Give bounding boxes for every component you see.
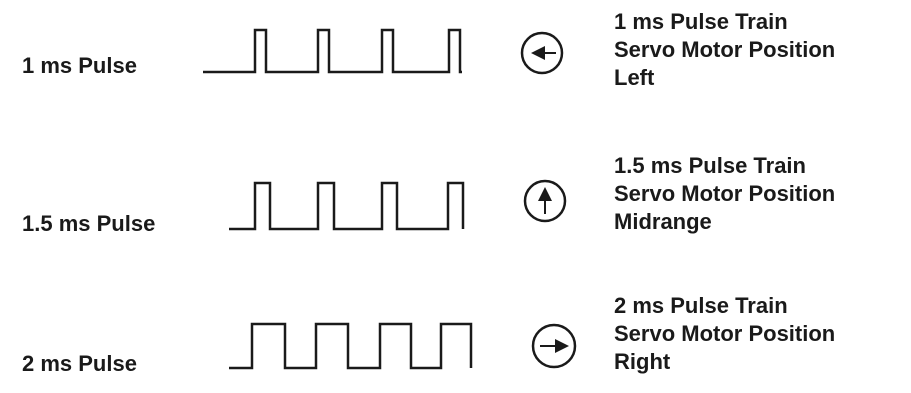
- caption-line-1: 1.5 ms Pulse Train: [614, 153, 806, 178]
- row-2ms: 2 ms Pulse 2 ms Pulse Train Servo Motor …: [0, 262, 911, 393]
- caption-line-3: Left: [614, 65, 655, 90]
- caption-line-1: 1 ms Pulse Train: [614, 9, 788, 34]
- dial-right-icon: [531, 323, 577, 369]
- caption-1-5ms: 1.5 ms Pulse Train Servo Motor Position …: [614, 152, 835, 236]
- caption-line-2: Servo Motor Position: [614, 181, 836, 206]
- caption-line-1: 2 ms Pulse Train: [614, 293, 788, 318]
- caption-2ms: 2 ms Pulse Train Servo Motor Position Ri…: [614, 292, 835, 376]
- waveform-1ms: [203, 28, 462, 74]
- caption-line-2: Servo Motor Position: [614, 37, 836, 62]
- caption-line-3: Right: [614, 349, 671, 374]
- pulse-label-1-5ms: 1.5 ms Pulse: [22, 211, 156, 236]
- caption-line-2: Servo Motor Position: [614, 321, 836, 346]
- pulse-label-1ms: 1 ms Pulse: [22, 53, 137, 78]
- caption-1ms: 1 ms Pulse Train Servo Motor Position Le…: [614, 8, 835, 92]
- row-1-5ms: 1.5 ms Pulse 1.5 ms Pulse Train Servo Mo…: [0, 131, 911, 262]
- row-1ms: 1 ms Pulse 1 ms Pulse Train Servo Motor …: [0, 0, 911, 131]
- dial-left-icon: [520, 31, 564, 75]
- pulse-label-2ms: 2 ms Pulse: [22, 351, 137, 376]
- caption-line-3: Midrange: [614, 209, 712, 234]
- waveform-2ms: [229, 322, 473, 370]
- waveform-1-5ms: [229, 181, 465, 231]
- dial-up-icon: [523, 179, 567, 223]
